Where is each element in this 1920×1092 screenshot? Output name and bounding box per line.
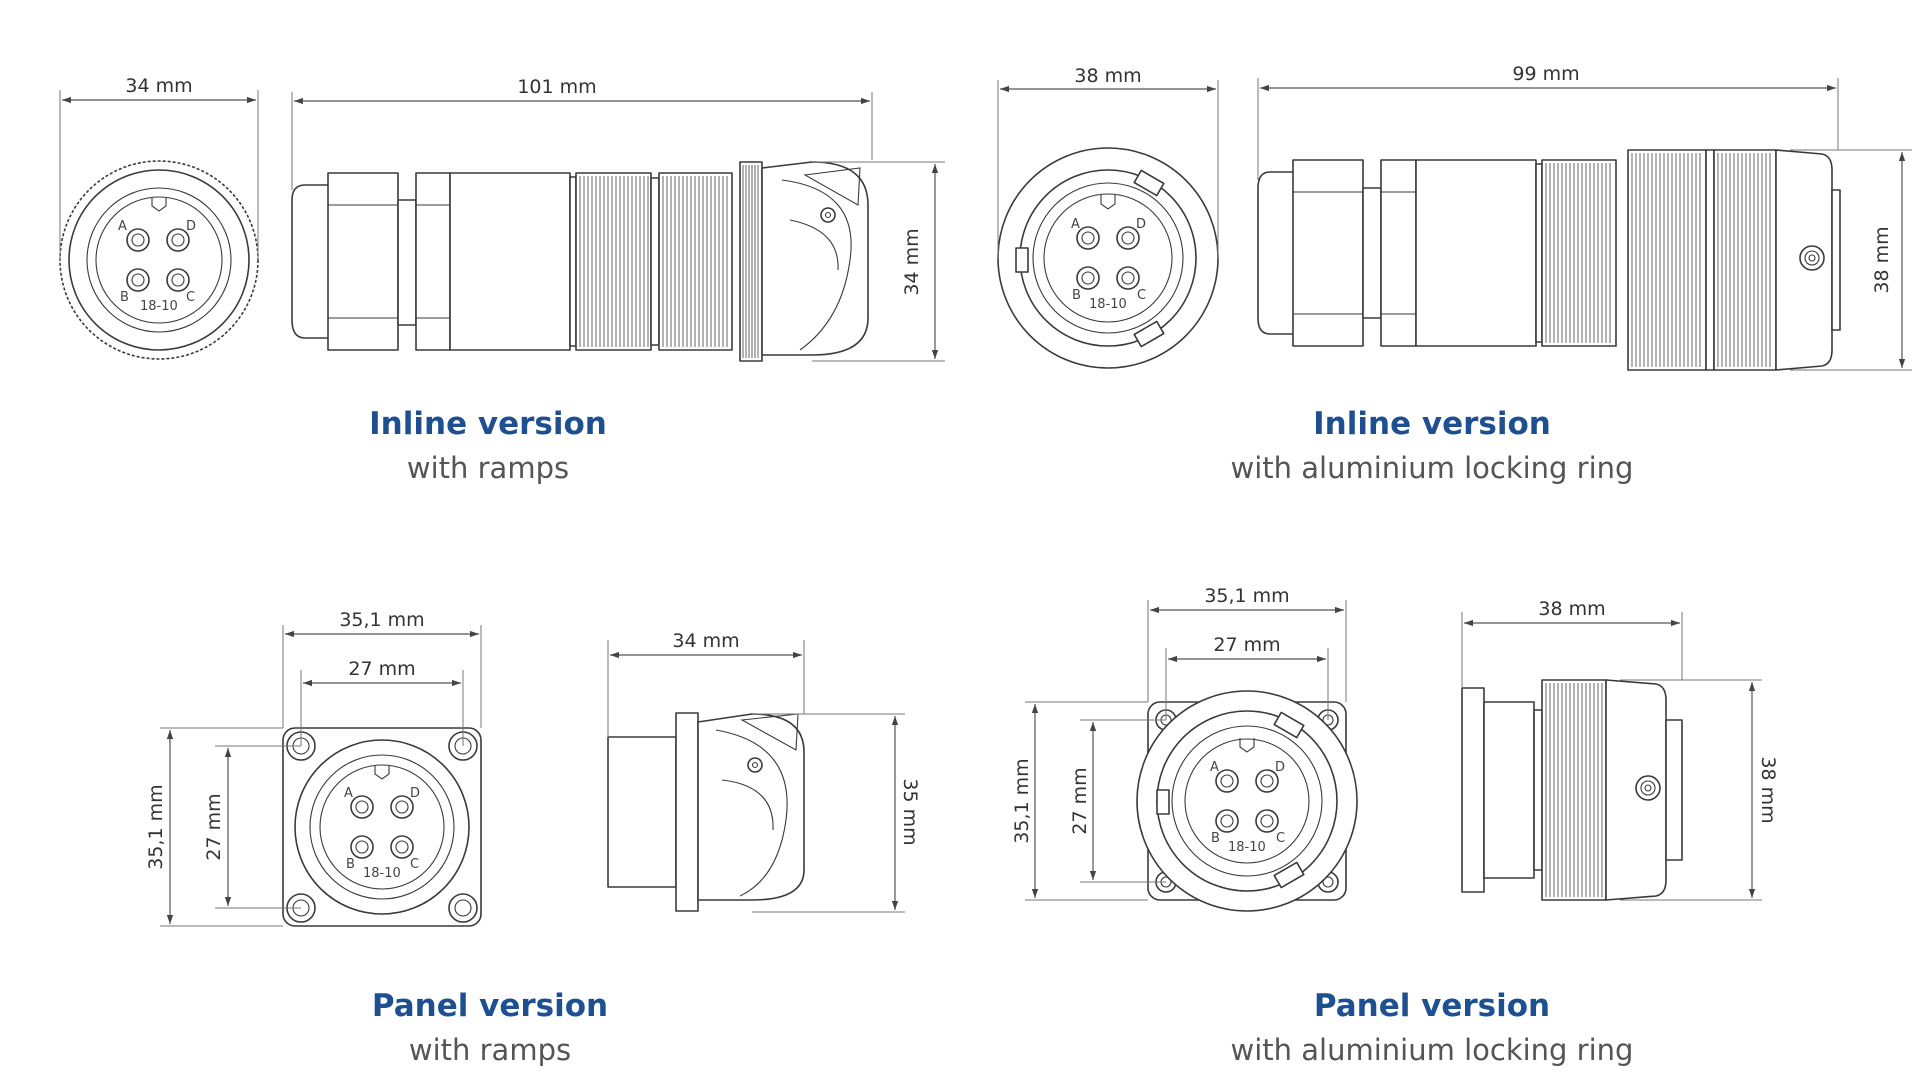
panel-ramps-title: Panel version	[372, 988, 608, 1024]
pin-label-b: B	[1211, 831, 1220, 846]
inline-ramps-dim-front-width: 34 mm	[125, 75, 192, 97]
inline-ramps-subtitle: with ramps	[407, 451, 569, 485]
inline-ring-front-view: A D B C 18-10	[997, 147, 1219, 369]
pin-code-label: 18-10	[140, 299, 178, 314]
panel-ring-side-view	[1461, 679, 1683, 901]
pin-label-c: C	[1137, 288, 1146, 303]
pin-label-a: A	[1071, 217, 1080, 232]
panel-ring-group: A D B C 18-10 35,1 mm 27 mm 35,1 mm 27 m…	[1011, 585, 1779, 1067]
pin-label-c: C	[410, 857, 419, 872]
inline-ring-side-view	[1257, 149, 1841, 371]
pin-label-a: A	[1210, 760, 1219, 775]
pin-label-a: A	[118, 219, 127, 234]
inline-ramps-group: A D B C 18-10 34 mm	[59, 75, 945, 485]
panel-ring-dim-side-height: 38 mm	[1757, 756, 1779, 823]
inline-ramps-dim-height: 34 mm	[901, 228, 923, 295]
panel-ring-front-view: A D B C 18-10	[1136, 690, 1358, 912]
inline-ring-dim-length: 99 mm	[1512, 63, 1579, 85]
panel-ramps-dim-side-width: 34 mm	[672, 630, 739, 652]
pin-label-d: D	[186, 219, 196, 234]
panel-ring-dim-hole-spacing-y: 27 mm	[1069, 767, 1091, 834]
inline-ramps-side-view	[291, 161, 869, 362]
pin-code-label: 18-10	[1089, 297, 1127, 312]
panel-ring-dim-flange-height: 35,1 mm	[1011, 758, 1033, 843]
inline-ramps-title: Inline version	[369, 406, 607, 442]
pin-label-b: B	[1072, 288, 1081, 303]
panel-ring-subtitle: with aluminium locking ring	[1231, 1033, 1634, 1067]
inline-ring-group: A D B C 18-10 38 mm	[997, 63, 1912, 485]
panel-ramps-subtitle: with ramps	[409, 1033, 571, 1067]
pin-code-label: 18-10	[363, 866, 401, 881]
panel-ring-title: Panel version	[1314, 988, 1550, 1024]
pin-label-c: C	[186, 290, 195, 305]
panel-ring-dim-flange-width: 35,1 mm	[1204, 585, 1289, 607]
panel-ramps-dim-flange-height: 35,1 mm	[145, 784, 167, 869]
panel-ramps-side-view	[607, 712, 805, 912]
panel-ramps-front-view: A D B C 18-10	[282, 727, 482, 927]
panel-ramps-dim-side-height: 35 mm	[899, 778, 921, 845]
panel-ramps-group: A D B C 18-10 35,1 mm 27 mm 35,1 mm 27 m…	[145, 609, 921, 1067]
pin-label-c: C	[1276, 831, 1285, 846]
pin-label-d: D	[410, 786, 420, 801]
inline-ramps-front-view: A D B C 18-10	[59, 160, 259, 360]
panel-ramps-dim-hole-spacing-y: 27 mm	[203, 793, 225, 860]
inline-ring-dim-front-width: 38 mm	[1074, 65, 1141, 87]
panel-ramps-dim-hole-spacing-x: 27 mm	[348, 658, 415, 680]
pin-label-d: D	[1136, 217, 1146, 232]
inline-ring-subtitle: with aluminium locking ring	[1231, 451, 1634, 485]
pin-label-d: D	[1275, 760, 1285, 775]
pin-label-b: B	[346, 857, 355, 872]
inline-ramps-dim-length: 101 mm	[517, 76, 596, 98]
pin-code-label: 18-10	[1228, 840, 1266, 855]
inline-ring-title: Inline version	[1313, 406, 1551, 442]
panel-ring-dim-side-width: 38 mm	[1538, 598, 1605, 620]
panel-ramps-dim-flange-width: 35,1 mm	[339, 609, 424, 631]
pin-label-a: A	[344, 786, 353, 801]
panel-ring-dim-hole-spacing-x: 27 mm	[1213, 634, 1280, 656]
pin-label-b: B	[120, 290, 129, 305]
inline-ring-dim-height: 38 mm	[1871, 226, 1893, 293]
